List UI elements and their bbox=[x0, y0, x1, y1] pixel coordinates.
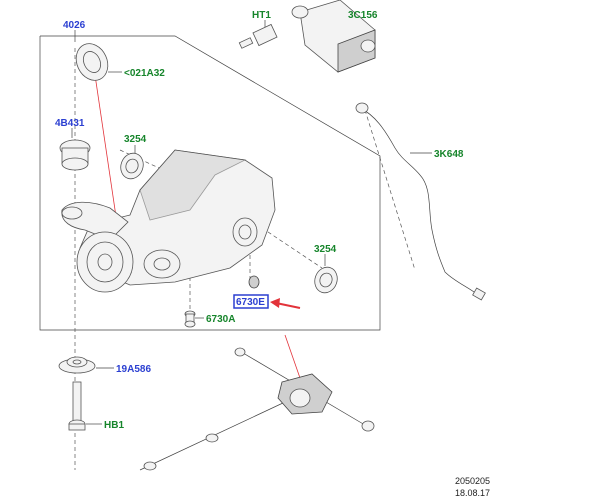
connector-ht1 bbox=[238, 23, 278, 49]
highlight-arrow-shaft bbox=[275, 302, 301, 309]
assembly-border bbox=[39, 35, 381, 331]
vehicle-location-overview bbox=[139, 347, 375, 471]
differential-housing bbox=[61, 149, 276, 293]
drain-plug-6730a bbox=[184, 310, 196, 328]
callout-3254-right: 3254 bbox=[314, 244, 337, 255]
callout-19a586: 19A586 bbox=[116, 364, 151, 375]
bolt-hb1 bbox=[68, 381, 86, 431]
callout-hb1: HB1 bbox=[104, 420, 124, 431]
oil-seal-top bbox=[75, 43, 109, 81]
callout-3c156: 3C156 bbox=[348, 10, 378, 21]
fill-plug-6730e bbox=[248, 275, 260, 289]
control-module-3c156 bbox=[291, 0, 376, 73]
dash-harness bbox=[364, 109, 416, 271]
callout-6730e-box bbox=[233, 294, 269, 309]
dash-seal-b bbox=[261, 227, 323, 269]
bushing-4b431 bbox=[59, 139, 91, 171]
highlight-arrow-icon bbox=[270, 298, 280, 308]
drawing-date: 18.08.17 bbox=[455, 488, 490, 498]
wiring-harness-3k648 bbox=[355, 102, 486, 301]
red-leader-seal bbox=[94, 74, 119, 231]
oil-seal-3254-left bbox=[120, 152, 144, 180]
red-leader-location bbox=[284, 334, 301, 379]
callout-4b431: 4B431 bbox=[55, 118, 85, 129]
callout-4026: 4026 bbox=[63, 20, 86, 31]
oil-seal-3254-right bbox=[314, 266, 338, 294]
callout-021a32: <021A32 bbox=[124, 68, 165, 79]
callout-6730e: 6730E bbox=[236, 297, 265, 308]
callout-ht1: HT1 bbox=[252, 10, 271, 21]
callout-6730a: 6730A bbox=[206, 314, 235, 325]
washer-19a586 bbox=[58, 356, 96, 374]
drawing-reference-number: 2050205 bbox=[455, 476, 490, 486]
callout-3k648: 3K648 bbox=[434, 149, 464, 160]
callout-3254-left: 3254 bbox=[124, 134, 147, 145]
